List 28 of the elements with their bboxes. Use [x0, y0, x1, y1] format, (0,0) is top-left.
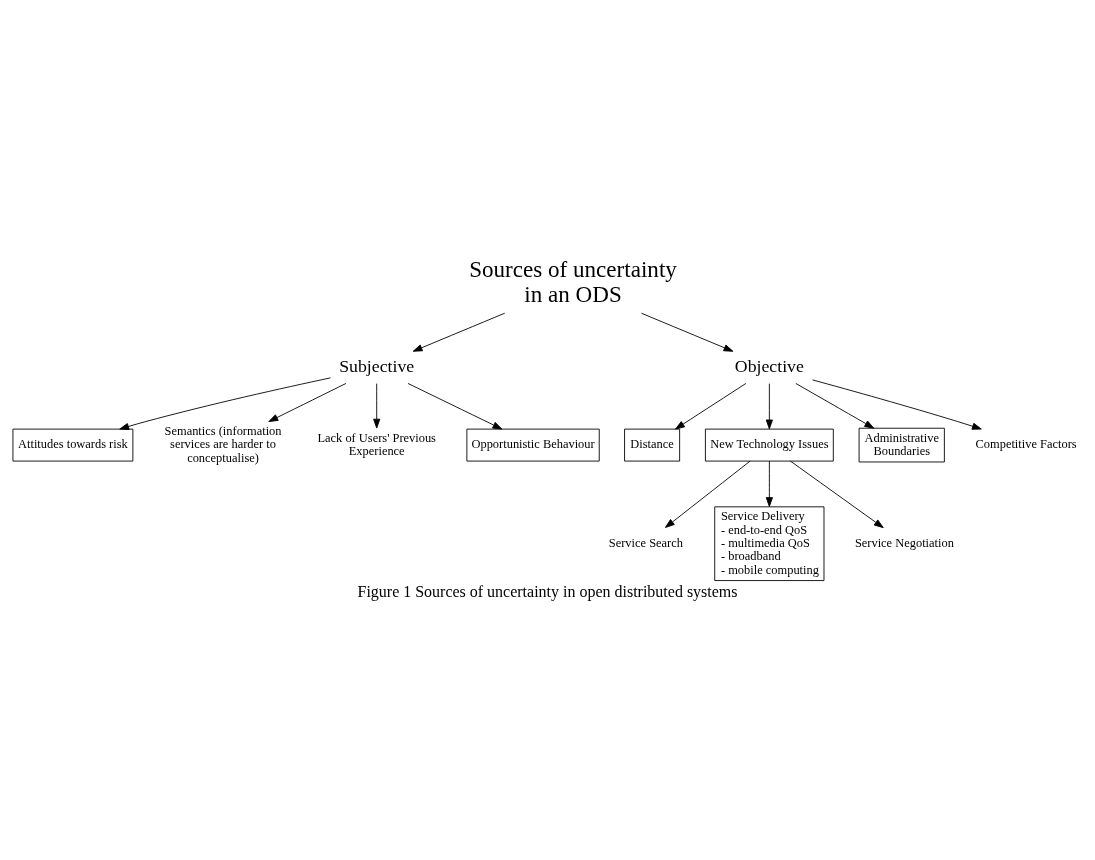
arrow	[412, 312, 506, 352]
node-text: Semantics (information services are harder to conceptualise)	[164, 424, 282, 465]
arrow	[268, 383, 347, 422]
arrow	[790, 460, 884, 529]
node-text: Sources of uncertainty in an ODS	[469, 255, 677, 308]
node-box: Attitudes towards risk	[12, 428, 134, 462]
node-text: Service Search	[608, 535, 683, 550]
arrow	[119, 377, 331, 430]
caption: Figure 1 Sources of uncertainty in open distributed systems	[357, 582, 738, 600]
arrow	[765, 383, 773, 430]
node-text: Service Negotiation	[854, 535, 954, 550]
arrow	[665, 460, 751, 528]
node-text: Competitive Factors	[975, 437, 1077, 452]
node-box: Administrative Boundaries	[858, 427, 945, 463]
arrow	[675, 383, 747, 430]
arrow	[373, 383, 381, 429]
node-text: Objective	[734, 355, 804, 376]
arrow	[640, 312, 734, 352]
node-text: Subjective	[339, 355, 415, 376]
node-box: Service Delivery - end-to-end QoS - multimedia QoS - broadband - mobile computing	[714, 506, 825, 581]
node-box: New Technology Issues	[704, 428, 834, 462]
node-box: Opportunistic Behaviour	[466, 428, 600, 462]
arrow	[812, 379, 982, 430]
arrow	[765, 460, 773, 507]
arrow	[407, 383, 503, 430]
node-box: Distance	[624, 428, 681, 462]
node-text: Lack of Users' Previous Experience	[317, 430, 436, 459]
arrow	[795, 383, 875, 429]
